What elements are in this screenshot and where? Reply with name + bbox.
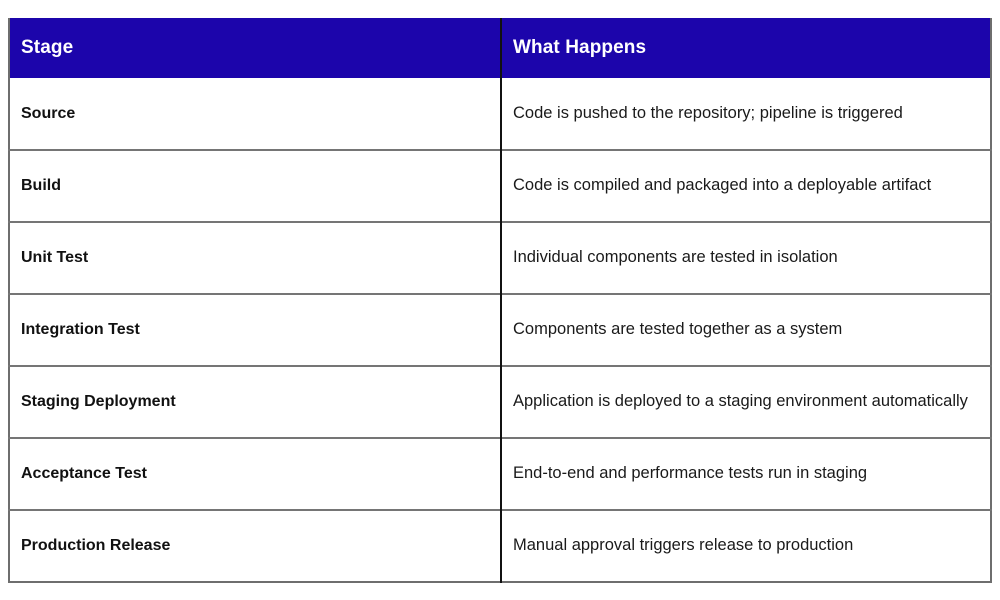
table-row: Integration Test Components are tested t…	[9, 293, 991, 366]
cell-stage-description: Application is deployed to a staging env…	[500, 365, 991, 438]
pipeline-stages-table-container: Stage What Happens Source Code is pushed…	[8, 18, 992, 583]
column-header-what-happens: What Happens	[500, 18, 991, 78]
cell-stage-name: Build	[9, 149, 501, 222]
cell-stage-name: Staging Deployment	[9, 365, 501, 438]
table-header-row: Stage What Happens	[9, 18, 991, 78]
table-row: Source Code is pushed to the repository;…	[9, 78, 991, 150]
table-row: Staging Deployment Application is deploy…	[9, 365, 991, 438]
cell-stage-name: Integration Test	[9, 293, 501, 366]
cell-stage-name: Production Release	[9, 509, 501, 582]
cell-stage-description: Individual components are tested in isol…	[500, 221, 991, 294]
table-header: Stage What Happens	[9, 18, 991, 78]
cell-stage-description: Components are tested together as a syst…	[500, 293, 991, 366]
table-row: Unit Test Individual components are test…	[9, 221, 991, 294]
cell-stage-description: End-to-end and performance tests run in …	[500, 437, 991, 510]
column-header-stage: Stage	[9, 18, 501, 78]
cell-stage-name: Source	[21, 104, 76, 122]
cell-stage-description: Code is compiled and packaged into a dep…	[500, 149, 991, 222]
table-row: Acceptance Test End-to-end and performan…	[9, 437, 991, 510]
pipeline-stages-table: Stage What Happens Source Code is pushed…	[8, 18, 992, 583]
table-body: Source Code is pushed to the repository;…	[9, 78, 991, 582]
table-row: Build Code is compiled and packaged into…	[9, 149, 991, 222]
cell-stage-description: Manual approval triggers release to prod…	[500, 509, 991, 582]
cell-stage-name: Unit Test	[9, 221, 501, 294]
cell-stage-description: Code is pushed to the repository; pipeli…	[500, 78, 991, 150]
cell-stage-name: Acceptance Test	[9, 437, 501, 510]
table-row: Production Release Manual approval trigg…	[9, 509, 991, 582]
